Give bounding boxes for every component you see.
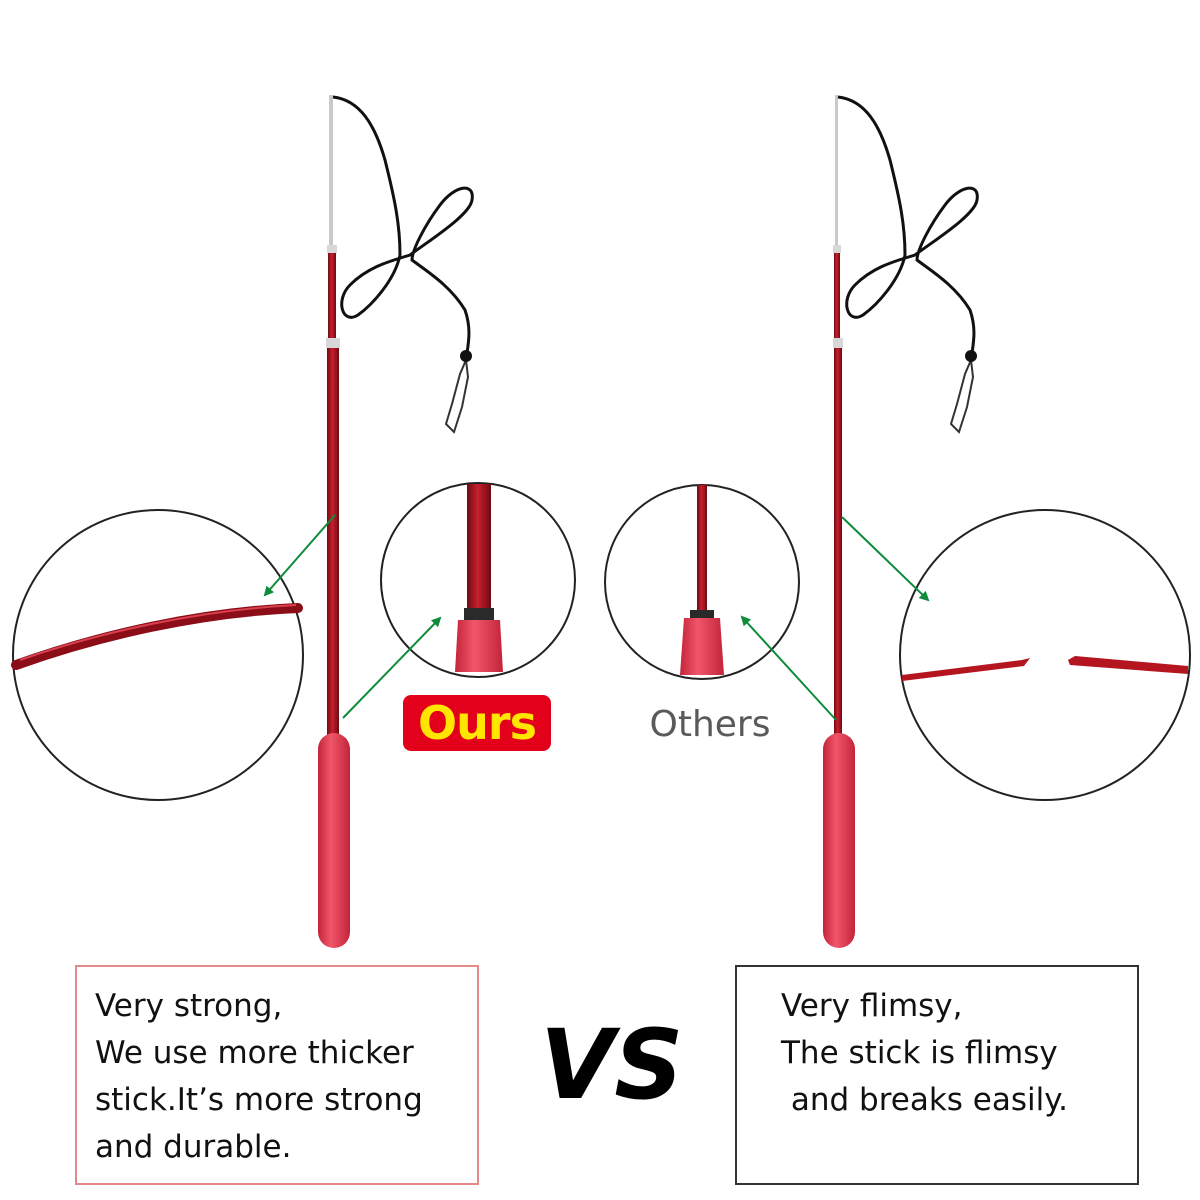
ours-line-1: Very strong,	[95, 988, 283, 1024]
wand-ours-handle	[318, 733, 350, 948]
wand-ours-tip	[329, 95, 333, 245]
wand-others-clip	[949, 356, 975, 434]
wand-others-segment-lower	[834, 340, 842, 740]
wand-others-tip	[835, 95, 838, 245]
wand-others	[823, 95, 979, 948]
ours-line-4: and durable.	[95, 1129, 292, 1165]
ours-line-3: stick.It’s more strong	[95, 1082, 423, 1118]
zoom-circle-others-broken	[899, 509, 1191, 801]
wand-others-segment-upper	[834, 245, 840, 340]
wand-ours-clip	[444, 356, 470, 434]
ours-description-box: Very strong, We use more thicker stick.I…	[75, 965, 479, 1185]
wand-ours-string	[332, 95, 474, 361]
vs-label: VS	[540, 1009, 684, 1121]
wand-others-string	[837, 95, 979, 361]
others-line-1: Very flimsy,	[781, 988, 963, 1024]
zoom-circle-ours-rod	[11, 509, 304, 801]
arrow-ours-joint	[342, 616, 442, 719]
arrow-ours-rod	[263, 514, 336, 597]
wand-ours	[318, 95, 474, 948]
others-line-3: and breaks easily.	[781, 1082, 1069, 1118]
wand-others-handle	[823, 733, 855, 948]
pointer-arrows	[263, 514, 930, 721]
zoom-circle-others-joint	[604, 484, 800, 680]
others-line-2: The stick is flimsy	[781, 1035, 1058, 1071]
wand-ours-segment-lower	[327, 340, 339, 740]
ours-line-2: We use more thicker	[95, 1035, 414, 1071]
arrow-others-broken	[841, 516, 930, 602]
ours-badge: Ours	[403, 695, 551, 751]
arrow-others-joint	[740, 615, 837, 721]
others-description-box: Very flimsy, The stick is flimsy and bre…	[735, 965, 1139, 1185]
wand-ours-segment-upper	[328, 245, 336, 340]
others-label: Others	[649, 704, 771, 745]
